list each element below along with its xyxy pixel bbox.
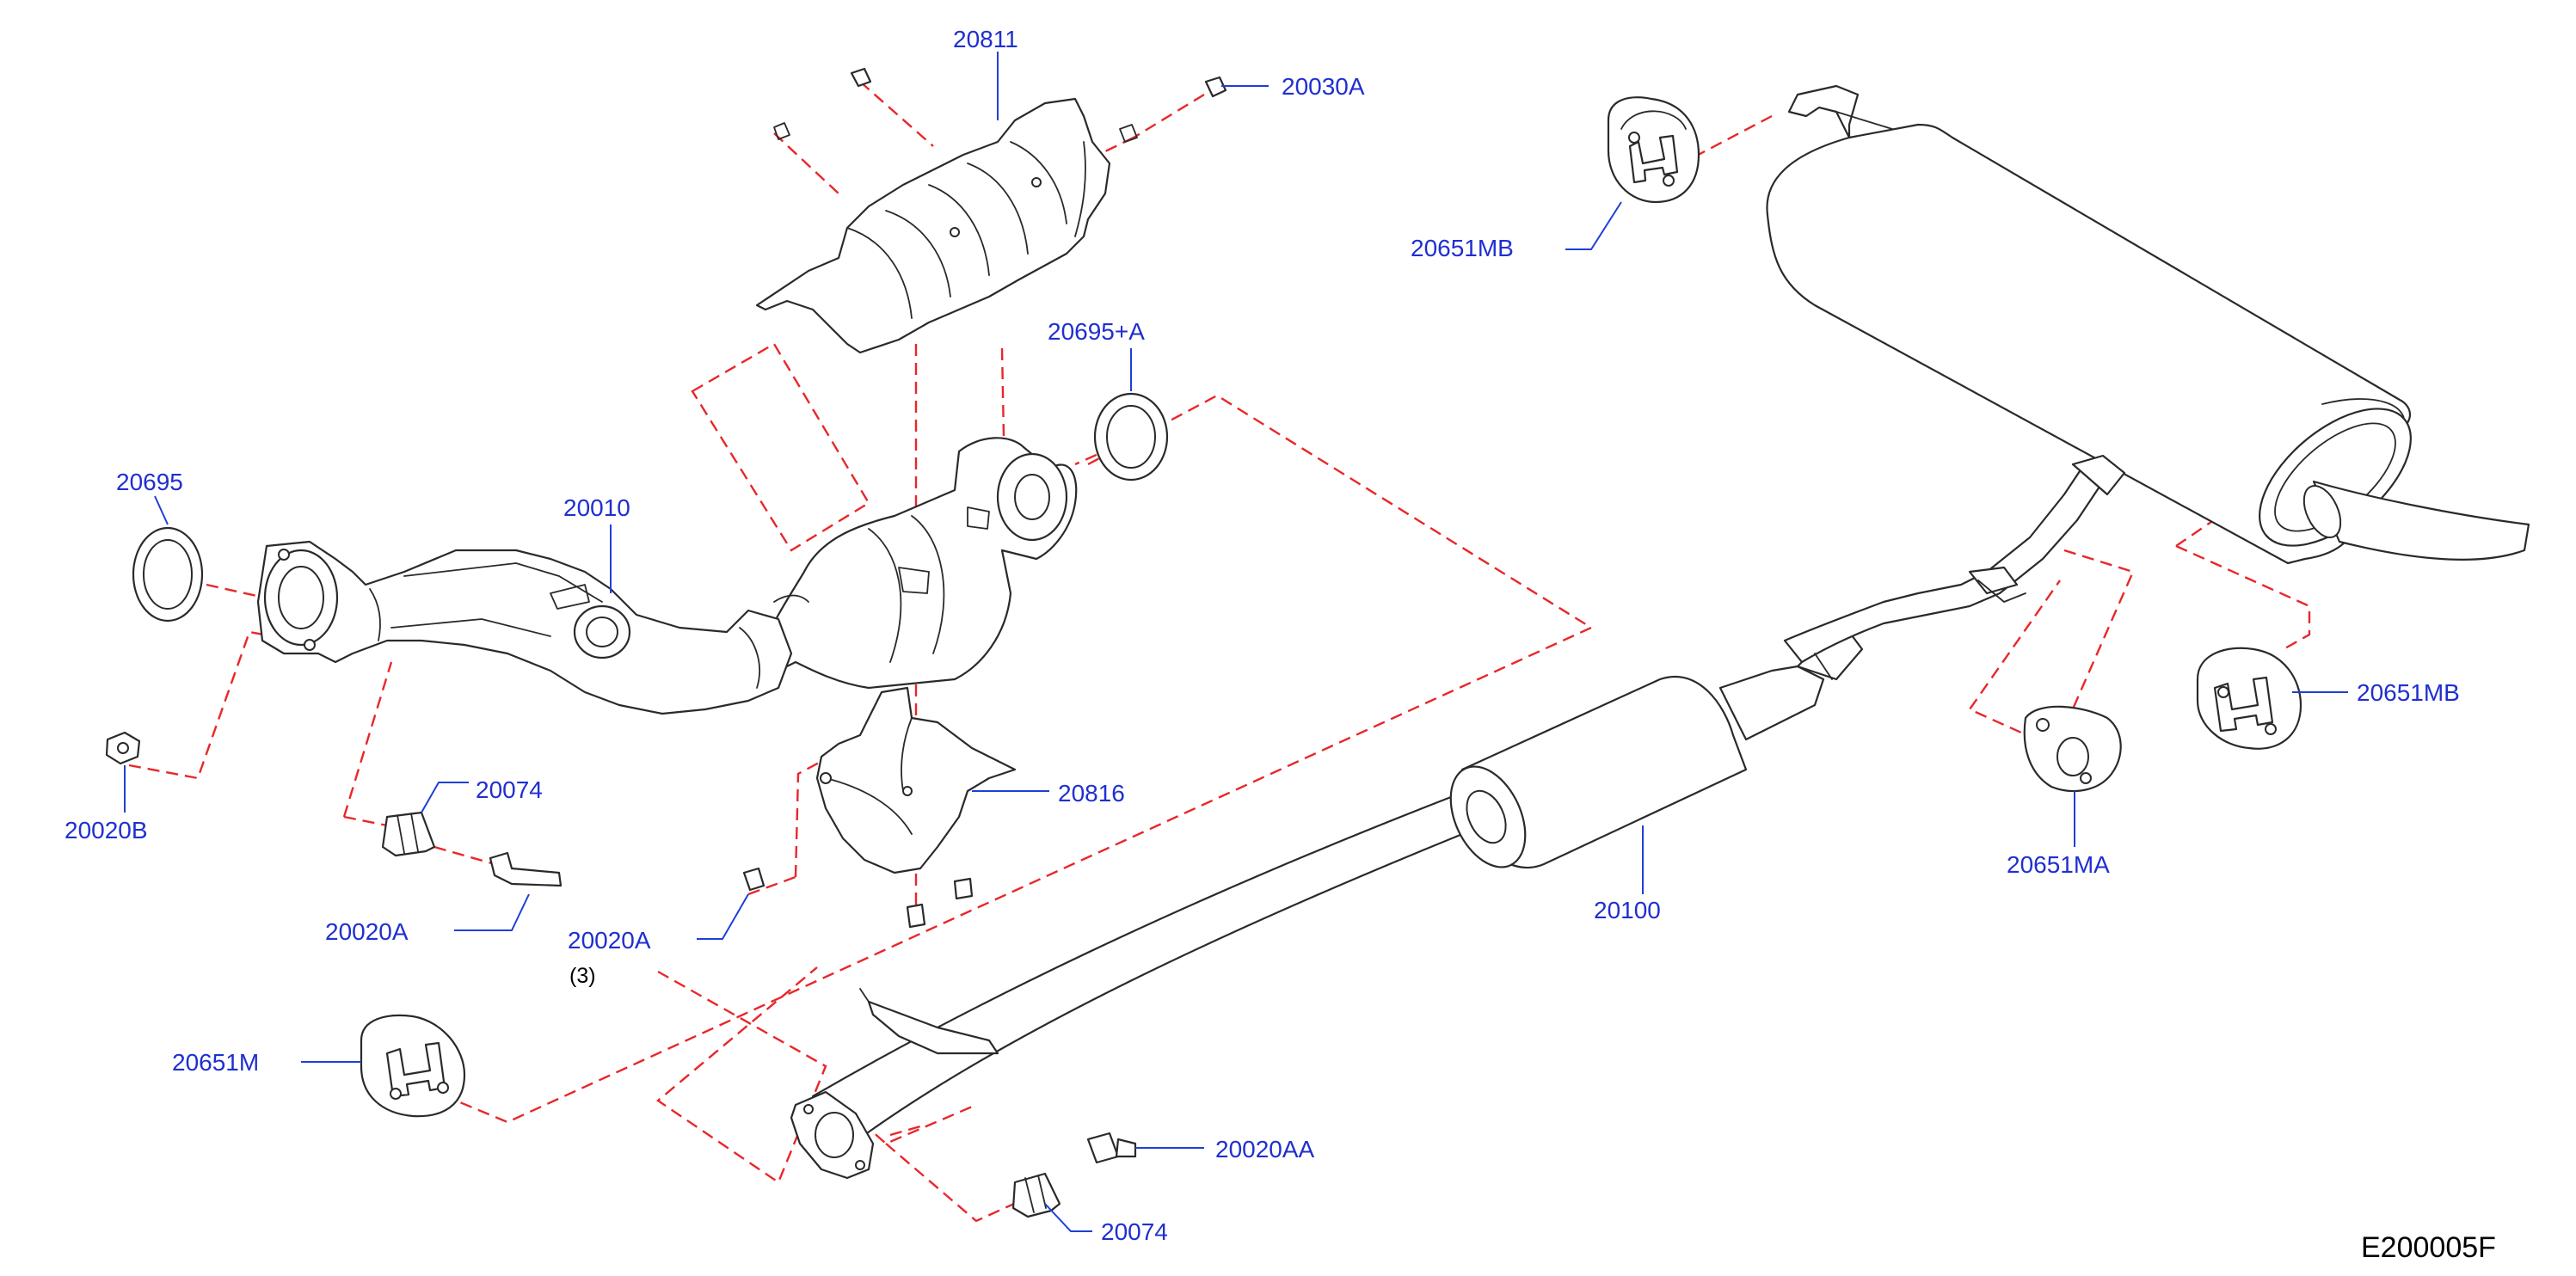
catalyst-lower-heat-shield [815,686,1017,874]
callout-20651MB-right: 20651MB [2357,679,2460,706]
diagram-code: E200005F [2361,1231,2496,1264]
bolt-20020A-left-icon [489,851,563,887]
callout-20100: 20100 [1594,897,1661,923]
callout-20695A: 20695+A [1048,318,1145,345]
callout-20651MA: 20651MA [2007,851,2110,878]
spring-20074-left-icon [381,811,436,857]
lower-shield-bolt-icon [742,867,974,929]
callout-20020AA: 20020AA [1215,1136,1315,1163]
assembly-dashed-lines [128,81,2311,1223]
callout-20074-bottom: 20074 [1101,1218,1168,1245]
bolt-20020AA-icon [1086,1132,1137,1164]
front-exhaust-tube [256,540,793,715]
center-muffler [1449,630,1864,869]
leader-lines [124,52,2348,1232]
callout-20074-left: 20074 [476,776,543,803]
callout-20030A: 20030A [1282,73,1365,100]
gasket-right [1093,392,1169,482]
callout-20816: 20816 [1058,780,1125,807]
mount-20651M [360,1014,466,1118]
callout-20020A-left: 20020A [325,918,409,945]
mount-20651MB-right [2196,647,2302,750]
catalyst-upper-heat-shield [755,97,1111,354]
callout-20695: 20695 [116,469,183,495]
catalytic-converter [759,437,1078,690]
callout-20020A-mid: 20020A [568,927,651,954]
gasket-left [132,526,204,623]
callout-20651M: 20651M [172,1049,259,1076]
nut-20020B-icon [105,731,141,765]
callout-20811: 20811 [953,26,1018,52]
main-muffler [1766,84,2530,565]
quantity-note: (3) [569,964,596,988]
mount-20651MB-top [1607,96,1700,204]
callout-20020B: 20020B [65,817,148,844]
mount-20651MA [2023,705,2122,793]
spring-20074-bottom-icon [1011,1172,1061,1218]
callout-20651MB-top: 20651MB [1411,235,1514,261]
shield-bolt-icon [773,67,1227,143]
callout-20010: 20010 [563,494,630,521]
part-callouts: 20811 20030A 20651MB 20695+A 20695 20010… [65,26,2460,1245]
